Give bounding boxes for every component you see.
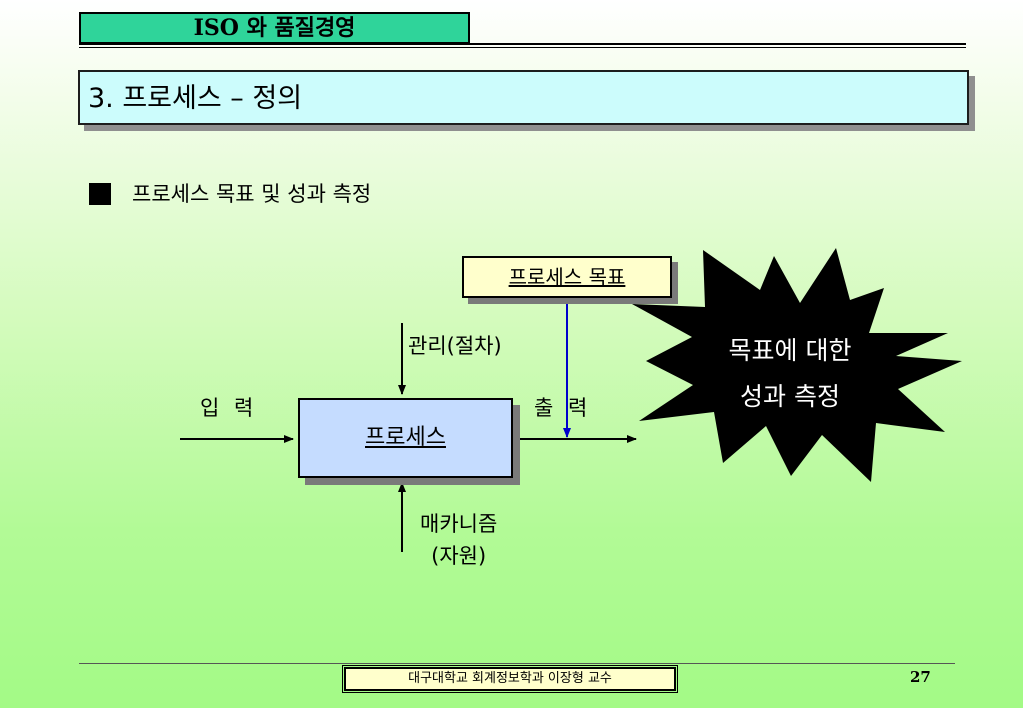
process-label: 프로세스 (365, 425, 446, 450)
process-box: 프로세스 (298, 398, 513, 478)
header-rule-thin (79, 47, 966, 48)
square-bullet-icon (89, 183, 111, 205)
starburst-shape (632, 248, 962, 482)
mechanism-label-line1: 매카니즘 (420, 512, 498, 536)
section-title-box (78, 70, 969, 125)
footer-rule (79, 663, 955, 664)
process-goal-box: 프로세스 목표 (462, 256, 672, 298)
mechanism-label: 매카니즘 (자원) (420, 508, 497, 572)
starburst-text: 목표에 대한 성과 측정 (690, 328, 890, 420)
starburst-text-line1: 목표에 대한 (728, 336, 852, 365)
section-title: 3. 프로세스 – 정의 (88, 83, 303, 114)
mechanism-label-line2: (자원) (431, 544, 487, 568)
header-rule (79, 43, 966, 45)
starburst-text-line2: 성과 측정 (740, 382, 840, 411)
input-label: 입 력 (200, 396, 258, 420)
header-title: ISO 와 품질경영 (79, 12, 470, 44)
page-number: 27 (910, 668, 931, 686)
process-goal-label: 프로세스 목표 (508, 265, 626, 289)
footer-author: 대구대학교 회계정보학과 이장형 교수 (342, 665, 678, 693)
subheading: 프로세스 목표 및 성과 측정 (132, 182, 372, 206)
output-label: 출 력 (534, 396, 592, 420)
management-label: 관리(절차) (408, 334, 502, 358)
